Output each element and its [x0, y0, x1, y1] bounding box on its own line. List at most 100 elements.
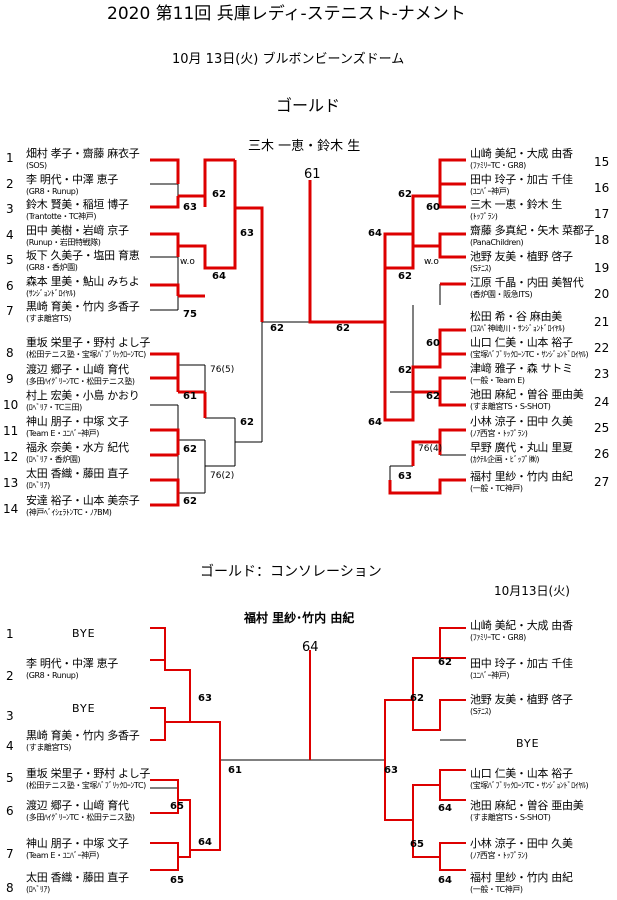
seed-number: 25	[594, 421, 610, 435]
entrant-club: (GR8・香炉園)	[26, 263, 78, 272]
seed-number: 17	[594, 207, 610, 221]
seed-number: 8	[6, 346, 14, 360]
entrant-club: (ﾌｧﾐﾘｰTC・GR8)	[470, 161, 526, 170]
seed-number: 22	[594, 341, 610, 355]
entrant-name: 太田 香織・藤田 直子	[26, 871, 129, 884]
entrant-name: 李 明代・中澤 恵子	[26, 173, 118, 186]
gold-champion: 三木 一恵・鈴木 生	[248, 139, 361, 154]
match-score: 64	[368, 228, 382, 239]
match-score: 62	[270, 323, 284, 334]
seed-number: 14	[3, 502, 19, 516]
seed-number: 20	[594, 287, 610, 301]
gold-final-score: 61	[304, 167, 321, 182]
entrant-name: 池野 友美・植野 啓子	[470, 693, 573, 706]
entrant-club: (ﾕﾆﾊﾞｰ神戸)	[470, 671, 510, 680]
entrant-name: 池田 麻紀・曽谷 亜由美	[470, 388, 584, 401]
match-score: 62	[410, 693, 424, 704]
conso-final-score: 64	[302, 640, 319, 655]
match-score: 63	[183, 202, 197, 213]
entrant-club: (すま離宮TS・S-SHOT)	[470, 402, 551, 411]
match-score: 65	[170, 801, 184, 812]
seed-number: 7	[6, 304, 14, 318]
entrant-club: (Sﾃﾆｽ)	[470, 707, 491, 716]
entrant-club: (松田テニス塾・宝塚ﾊﾞﾌﾞﾘｯｸﾛｰﾝTC)	[26, 781, 146, 790]
entrant-club: (すま離宮TS・S-SHOT)	[470, 813, 551, 822]
match-score: 65	[170, 875, 184, 886]
entrant-club: (ﾛﾍﾞﾘｱ・TC三田)	[26, 403, 82, 412]
match-score: 63	[240, 228, 254, 239]
entrant-name: 畑村 孝子・齋藤 麻衣子	[26, 147, 140, 160]
entrant-club: (すま離宮TS)	[26, 743, 72, 752]
seed-number: 26	[594, 447, 610, 461]
match-score: 62	[398, 271, 412, 282]
seed-number: 2	[6, 669, 14, 683]
entrant-name: 神山 朋子・中塚 文子	[26, 415, 129, 428]
seed-number: 19	[594, 261, 610, 275]
entrant-club: (一般・TC神戸)	[470, 885, 523, 894]
entrant-name: 渡辺 郷子・山﨑 育代	[26, 799, 129, 812]
entrant-club: (ｻﾝｼﾞｮﾝﾄﾞﾛｲﾔﾙ)	[26, 289, 76, 298]
seed-number: 13	[3, 476, 19, 490]
entrant-club: (Team E・ﾕﾆﾊﾞｰ神戸)	[26, 429, 99, 438]
seed-number: 24	[594, 395, 610, 409]
entrant-name: 山崎 美紀・大成 由香	[470, 147, 573, 160]
seed-number: 6	[6, 804, 14, 818]
match-score: 61	[228, 765, 242, 776]
seed-number: 23	[594, 367, 610, 381]
seed-number: 1	[6, 151, 14, 165]
entrant-club: (ﾛﾍﾞﾘｱ)	[26, 481, 50, 490]
match-score: 64	[438, 875, 452, 886]
entrant-club: (多田ﾊｲｸﾞﾘｰﾝTC・松田テニス塾)	[26, 813, 135, 822]
entrant-club: (一般・Team E)	[470, 376, 525, 385]
seed-number: 8	[6, 881, 14, 895]
seed-number: 11	[3, 424, 19, 438]
entrant-name: 田中 玲子・加古 千佳	[470, 173, 573, 186]
match-score: w.o	[424, 257, 439, 267]
entrant-name: 田中 美樹・岩﨑 京子	[26, 224, 129, 237]
entrant-club: (ｶｸﾃﾙ企画・ﾋﾞｯﾌﾟ㈱)	[470, 455, 540, 464]
entrant-name: 黒崎 育美・竹内 多香子	[26, 300, 140, 313]
entrant-club: (多田ﾊｲｸﾞﾘｰﾝTC・松田テニス塾)	[26, 377, 135, 386]
entrant-club: (松田テニス塾・宝塚ﾊﾞﾌﾞﾘｯｸﾛｰﾝTC)	[26, 350, 146, 359]
match-score: 60	[426, 338, 440, 349]
match-score: w.o	[180, 257, 195, 267]
match-score: 64	[438, 803, 452, 814]
entrant-club: (PanaChildren)	[470, 238, 524, 247]
date-venue: 10月 13日(火) ブルボンビーンズドーム	[172, 52, 405, 67]
entrant-name: 三木 一恵・鈴木 生	[470, 198, 562, 211]
match-score: 60	[426, 202, 440, 213]
entrant-name: 渡辺 郷子・山﨑 育代	[26, 363, 129, 376]
seed-number: 6	[6, 279, 14, 293]
entrant-name: 山口 仁美・山本 裕子	[470, 767, 573, 780]
match-score: 63	[398, 471, 412, 482]
entrant-name: 池田 麻紀・曽谷 亜由美	[470, 799, 584, 812]
entrant-name: 坂下 久美子・塩田 育恵	[26, 249, 140, 262]
entrant-club: (ﾄｯﾌﾟﾗﾝ)	[470, 212, 498, 221]
entrant-name: 池野 友美・植野 啓子	[470, 250, 573, 263]
entrant-name: 小林 涼子・田中 久美	[470, 837, 573, 850]
seed-number: 3	[6, 709, 14, 723]
match-score: 63	[198, 693, 212, 704]
entrant-club: (ﾛﾍﾞﾘｱ)	[26, 885, 50, 894]
match-score: 64	[368, 417, 382, 428]
entrant-club: (ﾉｱ西宮・ﾄｯﾌﾟﾗﾝ)	[470, 429, 528, 438]
seed-number: 12	[3, 450, 19, 464]
entrant-club: (SOS)	[26, 161, 47, 170]
match-score: 62	[183, 444, 197, 455]
match-score: 64	[198, 837, 212, 848]
entrant-name: BYE	[72, 627, 96, 640]
seed-number: 9	[6, 372, 14, 386]
entrant-club: (Sﾃﾆｽ)	[470, 264, 491, 273]
seed-number: 27	[594, 475, 610, 489]
entrant-club: (ｺｽﾊﾟ神崎川・ｻﾝｼﾞｮﾝﾄﾞﾛｲﾔﾙ)	[470, 324, 565, 333]
conso-champion: 福村 里紗･竹内 由紀	[244, 611, 355, 625]
match-score: 64	[212, 271, 226, 282]
match-score: 62	[438, 657, 452, 668]
entrant-name: 鈴木 賢美・稲垣 博子	[26, 198, 129, 211]
seed-number: 4	[6, 739, 14, 753]
entrant-name: 福村 里紗・竹内 由紀	[470, 470, 573, 483]
entrant-club: (ﾉｱ西宮・ﾄｯﾌﾟﾗﾝ)	[470, 851, 528, 860]
match-score: 62	[398, 189, 412, 200]
entrant-club: (香炉園・阪急ITS)	[470, 290, 533, 299]
